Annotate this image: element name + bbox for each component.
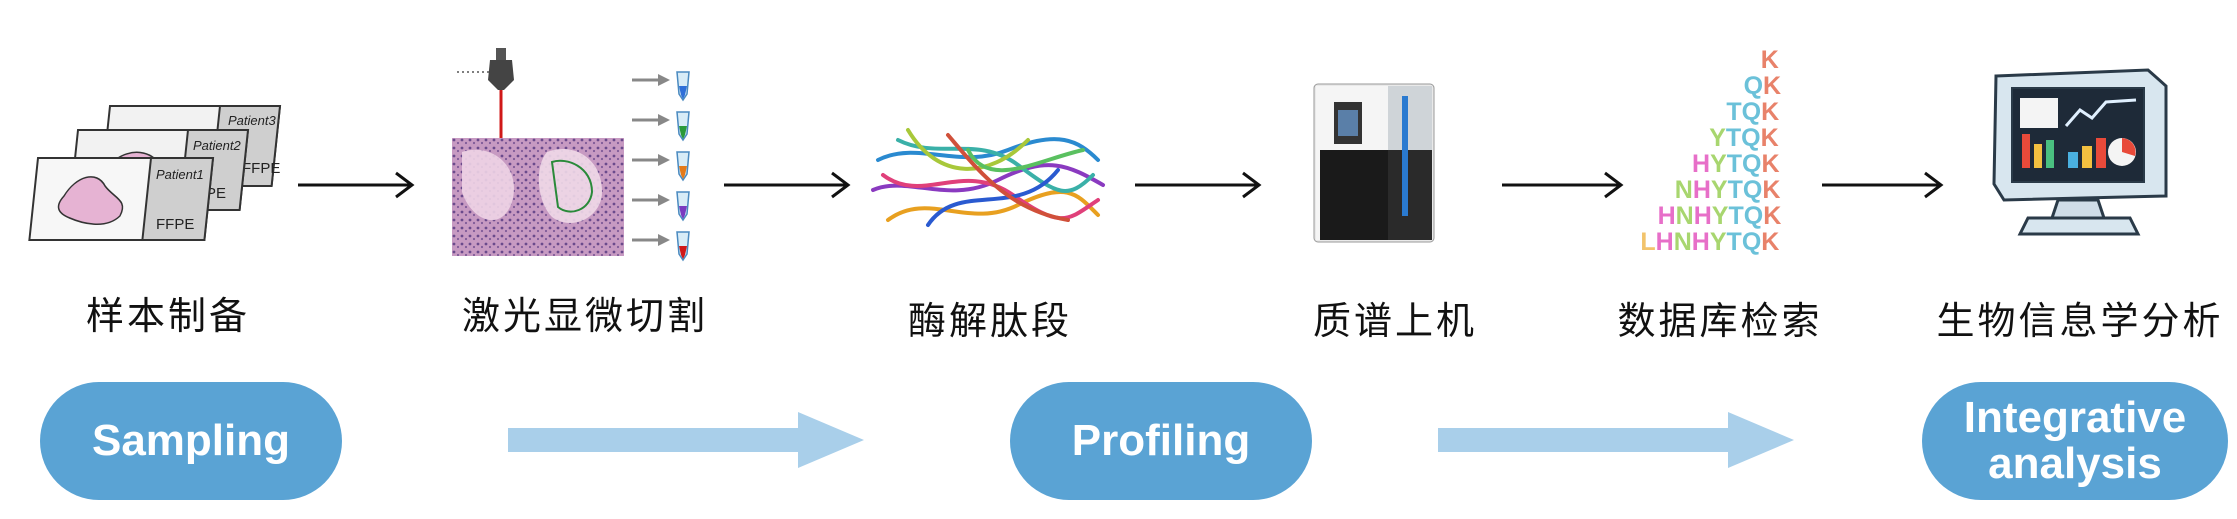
flow-arrow-1: [298, 171, 415, 199]
step-label-mass-spec: 质谱上机: [1312, 299, 1477, 343]
peptide-3: YTQK: [1709, 124, 1778, 152]
peptide-7: LHNHYTQK: [1640, 228, 1779, 256]
step-label-database-search: 数据库检索: [1617, 299, 1823, 343]
phase-integrative-line1: Integrative: [1963, 393, 2187, 442]
laser-microdissection-illustration: [452, 42, 722, 272]
peptide-0: K: [1761, 46, 1779, 74]
flow-arrow-4: [1502, 171, 1624, 199]
peptide-fragments-icon: [871, 128, 1105, 227]
phase-arrow-1: [508, 412, 864, 468]
phase-integrative-analysis: Integrative analysis: [1922, 382, 2228, 500]
pe-label: PE: [206, 185, 226, 202]
patient1-label: Patient1: [156, 167, 204, 182]
ffpe-label-3: FFPE: [242, 160, 280, 177]
step-label-enzymatic-peptides: 酶解肽段: [907, 299, 1072, 343]
monitor-icon: [1992, 68, 2168, 236]
phase-integrative-line2: analysis: [1988, 439, 2162, 488]
phase-sampling: Sampling: [40, 382, 342, 500]
phase-arrow-2: [1438, 412, 1794, 468]
peptide-5: NHYTQK: [1675, 176, 1781, 204]
sample-prep-illustration: Patient3 FFPE Patient2 PE Patient1 FFPE: [28, 100, 298, 250]
ffpe-label-1: FFPE: [156, 216, 194, 233]
flow-arrow-2: [724, 171, 851, 199]
phase-profiling: Profiling: [1010, 382, 1312, 500]
flow-arrow-3: [1135, 171, 1262, 199]
peptide-2: TQK: [1726, 98, 1779, 126]
patient3-label: Patient3: [228, 113, 276, 128]
peptide-6: HNHYTQK: [1658, 202, 1782, 230]
phase-sampling-label: Sampling: [91, 416, 291, 465]
mass-spectrometer-icon: [1313, 83, 1435, 243]
microdissection-icon: [452, 48, 690, 262]
peptide-4: HYTQK: [1692, 150, 1780, 178]
step-label-sample-prep: 样本制备: [85, 294, 250, 338]
ffpe-slides-icon: Patient3 FFPE Patient2 PE Patient1 FFPE: [28, 105, 282, 241]
flow-arrow-5: [1822, 171, 1944, 199]
step-label-bioinformatics: 生物信息学分析: [1936, 299, 2224, 343]
patient2-label: Patient2: [193, 138, 241, 153]
step-label-laser-microdissection: 激光显微切割: [461, 294, 708, 338]
phase-profiling-label: Profiling: [1071, 416, 1251, 465]
collection-tubes: [632, 71, 690, 262]
peptide-1: QK: [1744, 72, 1782, 100]
